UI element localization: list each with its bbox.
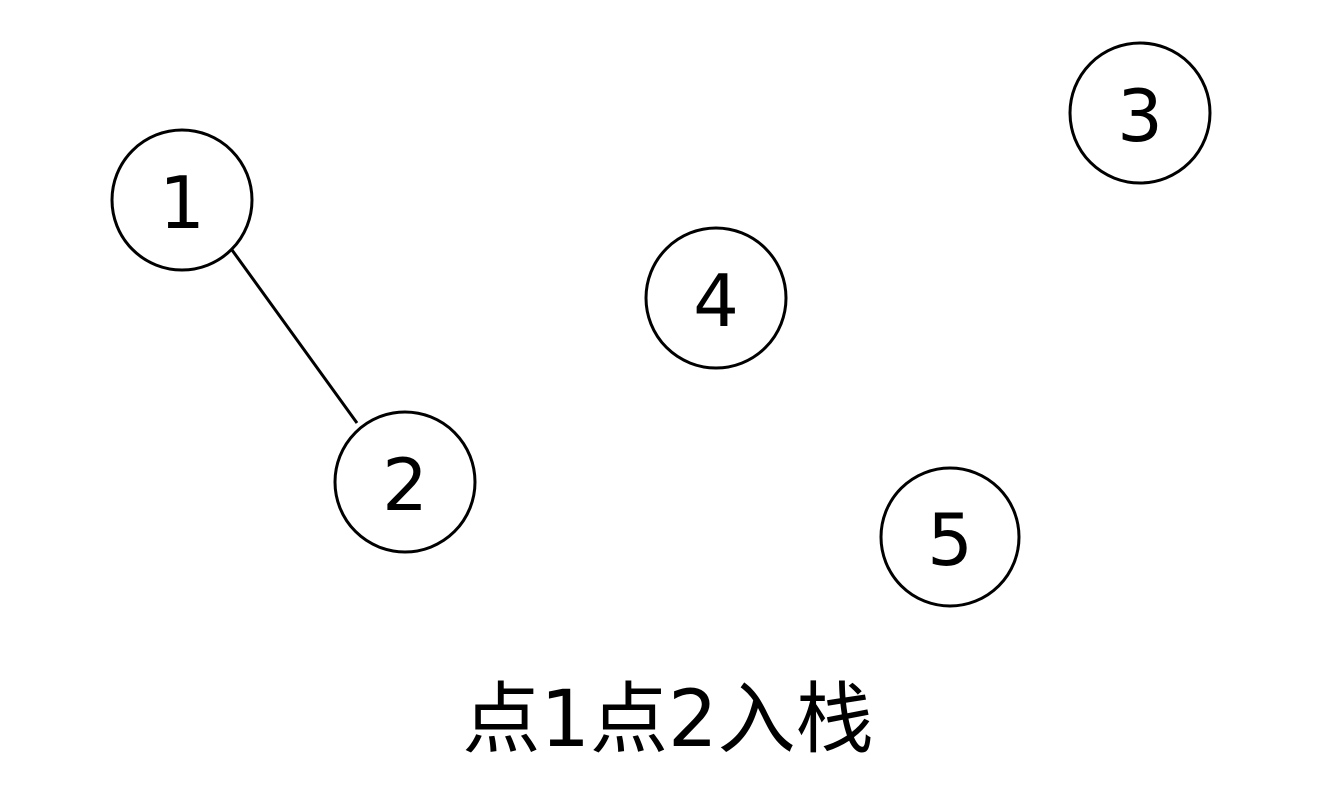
edge-layer <box>230 249 359 424</box>
node-3[interactable]: 3 <box>1068 41 1212 185</box>
node-4-circle[interactable] <box>644 226 788 370</box>
node-5-label: 5 <box>927 498 973 582</box>
node-layer: 1 2 3 4 5 <box>110 41 1212 608</box>
node-3-label: 3 <box>1117 74 1163 158</box>
node-1-circle[interactable] <box>110 128 254 272</box>
node-3-circle[interactable] <box>1068 41 1212 185</box>
node-2-circle[interactable] <box>333 410 477 554</box>
node-1-label: 1 <box>159 161 205 245</box>
node-2[interactable]: 2 <box>333 410 477 554</box>
node-2-label: 2 <box>382 443 428 527</box>
node-5-circle[interactable] <box>879 466 1021 608</box>
node-5[interactable]: 5 <box>879 466 1021 608</box>
edge-node1-node2 <box>230 249 359 424</box>
node-1[interactable]: 1 <box>110 128 254 272</box>
diagram-caption: 点1点2入栈 <box>462 675 874 765</box>
node-4[interactable]: 4 <box>644 226 788 370</box>
node-4-label: 4 <box>693 259 739 343</box>
